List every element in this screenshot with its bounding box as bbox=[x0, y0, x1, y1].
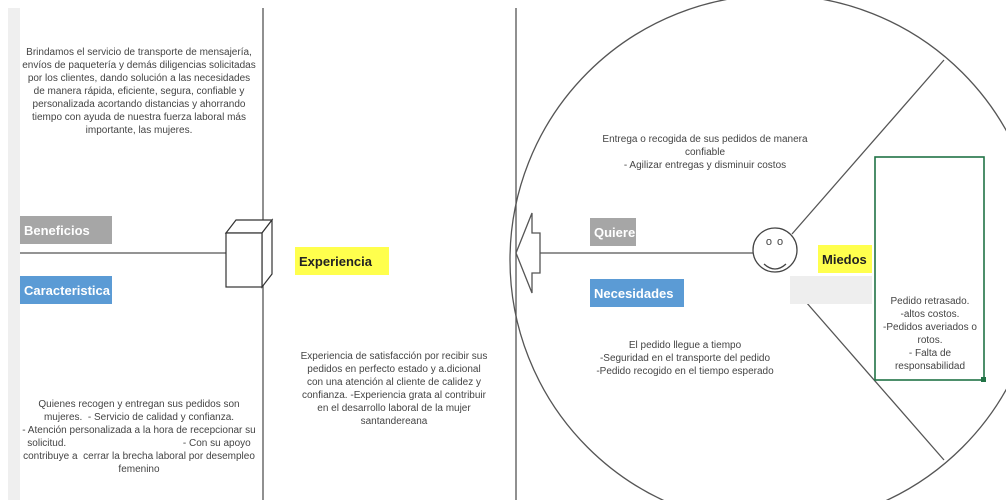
quiere-label: Quiere bbox=[590, 218, 636, 246]
necesidades-text: El pedido llegue a tiempo -Seguridad en … bbox=[596, 340, 774, 377]
beneficios-label: Beneficios bbox=[20, 216, 112, 244]
caracteristica-label: Caracteristica bbox=[20, 276, 112, 304]
cube-icon bbox=[224, 218, 274, 289]
face-eyes: o o bbox=[765, 236, 785, 248]
selection-border bbox=[874, 156, 985, 381]
miedos-label: Miedos bbox=[818, 245, 872, 273]
experiencia-label: Experiencia bbox=[295, 247, 389, 275]
caracteristica-text: Quienes recogen y entregan sus pedidos s… bbox=[22, 399, 256, 475]
miedos-band bbox=[790, 276, 872, 304]
offer-text: Brindamos el servicio de transporte de m… bbox=[22, 47, 256, 136]
quiere-text: Entrega o recogida de sus pedidos de man… bbox=[602, 134, 808, 171]
necesidades-label: Necesidades bbox=[590, 279, 684, 307]
customer-circle bbox=[509, 0, 1006, 500]
smiley-face-icon bbox=[752, 227, 798, 273]
wedge-line-bottom bbox=[791, 285, 945, 461]
left-sidebar-strip bbox=[8, 8, 20, 500]
arrow-icon bbox=[515, 212, 541, 294]
wedge-line-top bbox=[791, 59, 945, 235]
selection-handle bbox=[981, 377, 986, 382]
experiencia-text: Experiencia de satisfacción por recibir … bbox=[300, 351, 488, 427]
miedos-text[interactable]: Pedido retrasado. -altos costos. -Pedido… bbox=[883, 296, 977, 372]
